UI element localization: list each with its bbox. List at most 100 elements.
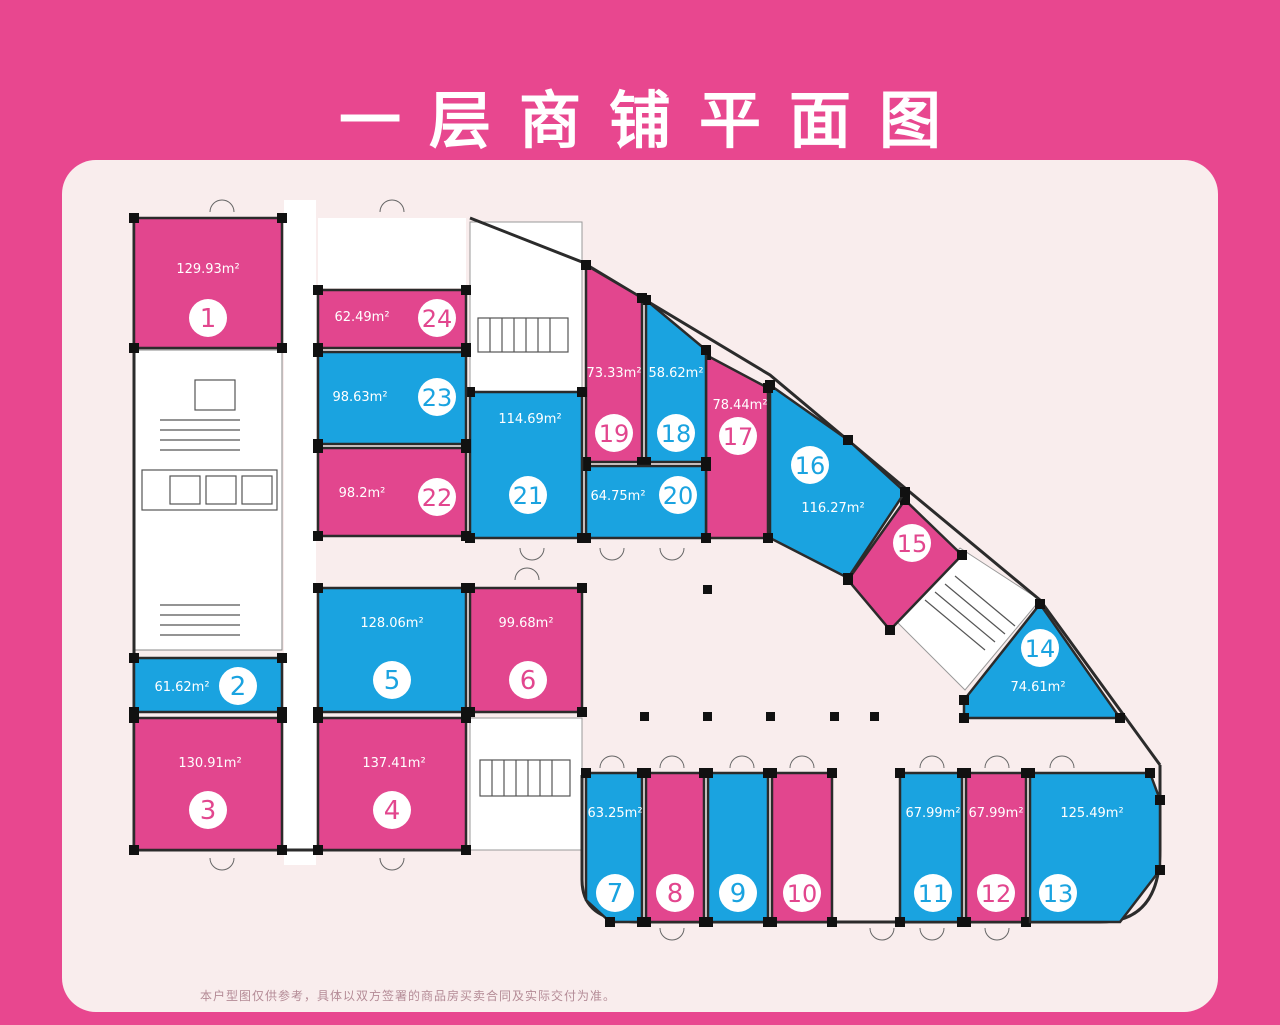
shop-number-badge <box>596 874 634 912</box>
shop-6[interactable]: 699.68m² <box>465 583 587 717</box>
shop-number-badge <box>977 874 1015 912</box>
shop-area-label: 129.93m² <box>176 262 239 277</box>
shop-number-badge <box>373 661 411 699</box>
column <box>581 461 591 471</box>
column <box>1155 795 1165 805</box>
column <box>637 457 647 467</box>
column <box>843 573 853 583</box>
column <box>701 533 711 543</box>
column <box>461 713 471 723</box>
shop-number: 3 <box>200 796 217 826</box>
column <box>1115 713 1125 723</box>
column <box>1155 865 1165 875</box>
column <box>129 707 139 717</box>
shop-number-badge <box>659 476 697 514</box>
shop-15[interactable]: 15 <box>843 495 967 635</box>
column <box>313 343 323 353</box>
column <box>577 707 587 717</box>
shop-number-badge <box>791 446 829 484</box>
column <box>641 917 651 927</box>
column <box>581 768 591 778</box>
shop-area-label: 67.99m² <box>905 806 960 821</box>
lower-stair-block <box>469 717 583 851</box>
column <box>641 768 651 778</box>
shop-number: 18 <box>661 420 692 448</box>
shop-number: 12 <box>981 880 1012 908</box>
central-stairs <box>477 317 569 353</box>
column <box>1145 768 1155 778</box>
shop-number-badge <box>914 874 952 912</box>
shop-area-label: 64.75m² <box>590 489 645 504</box>
page-title: 一层商铺平面图 <box>338 84 969 157</box>
shop-unit-shape <box>768 382 907 580</box>
shop-number-badge <box>719 874 757 912</box>
shop-number: 20 <box>663 482 694 510</box>
column <box>961 768 971 778</box>
column <box>129 343 139 353</box>
stair-hall <box>133 349 283 651</box>
column <box>277 213 287 223</box>
shop-area-label: 128.06m² <box>360 616 423 631</box>
column <box>577 387 587 397</box>
shop-area-label: 74.61m² <box>1010 680 1065 695</box>
column <box>277 343 287 353</box>
shop-area-label: 137.41m² <box>362 756 425 771</box>
shop-area-label: 58.62m² <box>648 366 703 381</box>
column <box>1035 599 1045 609</box>
shop-3[interactable]: 3 130.91m² <box>129 713 287 855</box>
shop-18[interactable]: 18 58.62m² <box>641 295 711 467</box>
shop-area-label: 63.25m² <box>587 806 642 821</box>
shop-number-badge <box>1021 629 1059 667</box>
shop-number: 2 <box>230 672 247 702</box>
column <box>129 845 139 855</box>
shop-number: 9 <box>730 879 747 909</box>
column <box>701 345 711 355</box>
shop-number-badge <box>509 661 547 699</box>
corridor <box>284 200 316 865</box>
shop-number: 13 <box>1043 880 1074 908</box>
shop-area-label: 114.69m² <box>498 412 561 427</box>
column <box>577 583 587 593</box>
column <box>461 439 471 449</box>
shop-number-badge <box>189 791 227 829</box>
shop-9[interactable]: 9 <box>703 768 773 927</box>
shop-number-badge <box>373 791 411 829</box>
column <box>465 387 475 397</box>
column <box>461 531 471 541</box>
shop-8[interactable]: 8 <box>641 768 709 927</box>
column <box>277 653 287 663</box>
shop-area-label: 130.91m² <box>178 756 241 771</box>
column <box>461 845 471 855</box>
column <box>129 713 139 723</box>
shop-20[interactable]: 20 64.75m² <box>581 461 711 543</box>
shop-number: 24 <box>422 305 453 333</box>
column <box>957 550 967 560</box>
shop-number-badge <box>418 378 456 416</box>
column <box>129 653 139 663</box>
shop-number: 7 <box>607 879 624 909</box>
shop-2[interactable]: 261.62m² <box>129 653 287 717</box>
shop-7[interactable]: 7 63.25m² <box>581 768 647 927</box>
shop-10[interactable]: 10 <box>767 768 837 927</box>
column <box>763 533 773 543</box>
column <box>313 583 323 593</box>
shop-area-label: 73.33m² <box>586 366 641 381</box>
column <box>461 285 471 295</box>
column <box>703 917 713 927</box>
